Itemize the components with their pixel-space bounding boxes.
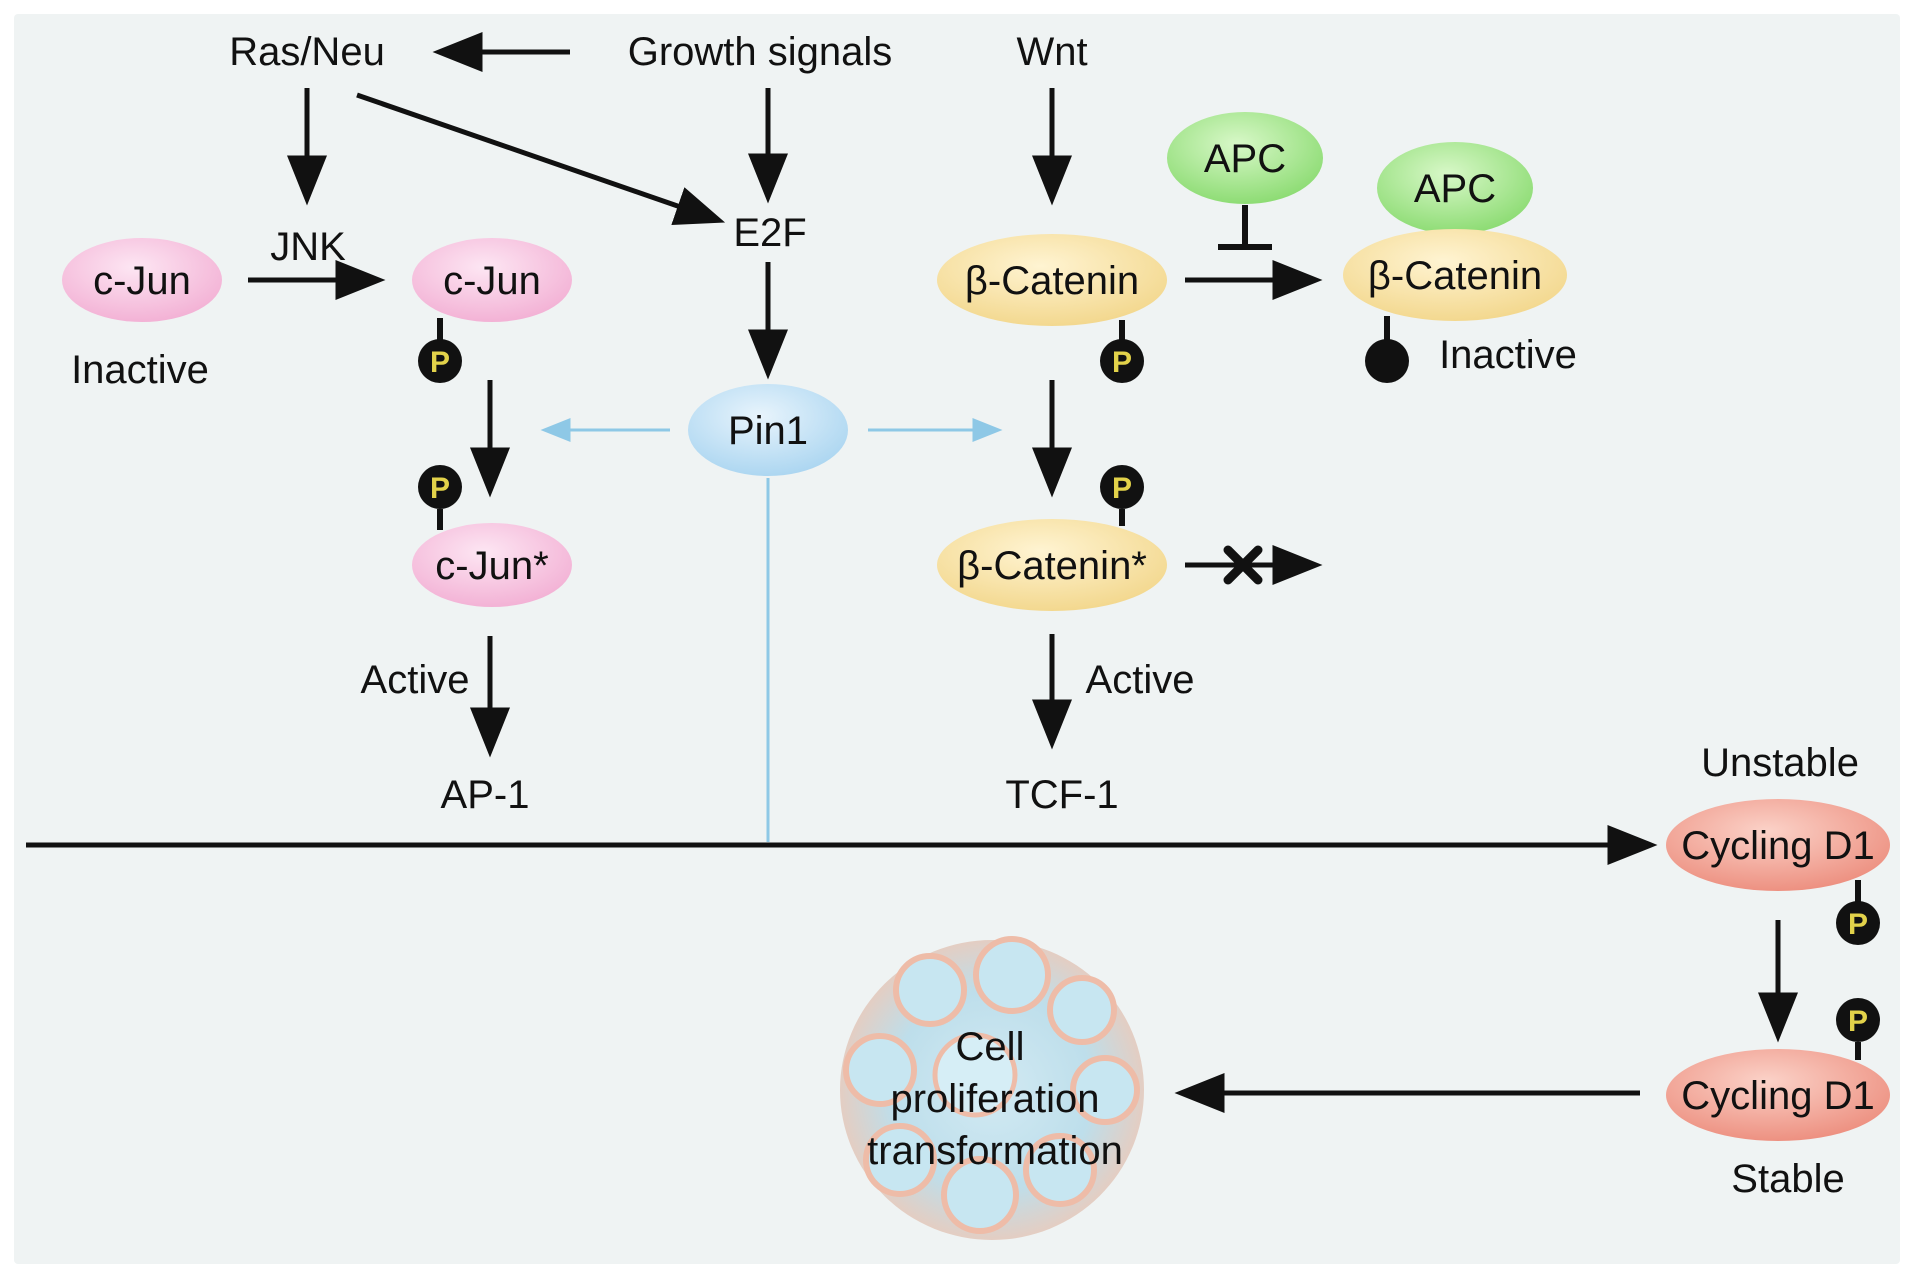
node-pin1: Pin1 <box>688 384 848 476</box>
arrow-ras-to-e2f <box>356 92 726 225</box>
node-cjun-active: c-Jun* <box>412 523 572 607</box>
svg-text:β-Catenin: β-Catenin <box>965 259 1139 303</box>
signal-arrows <box>26 32 1798 1113</box>
label-active-cjun: Active <box>361 658 470 702</box>
svg-text:c-Jun: c-Jun <box>443 259 541 303</box>
svg-text:β-Catenin*: β-Catenin* <box>957 544 1147 588</box>
blocked-x-icon <box>1223 545 1263 585</box>
apc-inhibition-bar <box>1218 205 1272 250</box>
phosphate-cjun-p: P <box>418 318 462 383</box>
phosphate-cyclin-unstable: P <box>1836 880 1880 945</box>
label-jnk: JNK <box>270 225 346 269</box>
label-tcf1: TCF-1 <box>1005 773 1118 817</box>
phosphate-cyclin-stable: P <box>1836 998 1880 1060</box>
svg-text:P: P <box>430 346 450 379</box>
svg-text:c-Jun*: c-Jun* <box>435 544 548 588</box>
label-growth-signals: Growth signals <box>628 30 893 74</box>
svg-text:c-Jun: c-Jun <box>93 259 191 303</box>
label-wnt: Wnt <box>1016 30 1087 74</box>
svg-text:Pin1: Pin1 <box>728 409 808 453</box>
svg-text:P: P <box>1848 1005 1868 1038</box>
svg-text:P: P <box>1112 346 1132 379</box>
node-apc-inhibitor: APC <box>1167 112 1323 204</box>
svg-text:P: P <box>430 472 450 505</box>
label-transformation: transformation <box>867 1129 1123 1173</box>
node-beta-catenin-active: β-Catenin* <box>937 519 1167 611</box>
label-proliferation: proliferation <box>890 1077 1099 1121</box>
label-inactive-catenin: Inactive <box>1439 333 1577 377</box>
node-apc-bound: APC <box>1377 142 1533 234</box>
node-cjun-phosphorylated: c-Jun <box>412 238 572 322</box>
phosphate-catenin-inactive-blank <box>1365 316 1409 383</box>
svg-text:P: P <box>1848 908 1868 941</box>
label-unstable: Unstable <box>1701 741 1859 785</box>
label-stable: Stable <box>1731 1157 1844 1201</box>
label-cell: Cell <box>956 1025 1025 1069</box>
svg-text:β-Catenin: β-Catenin <box>1368 254 1542 298</box>
proliferating-cells-icon <box>840 936 1144 1240</box>
phosphate-catenin: P <box>1100 320 1144 383</box>
node-cyclin-d1-stable: Cycling D1 <box>1666 1049 1890 1141</box>
label-ras-neu: Ras/Neu <box>229 30 385 74</box>
pin1-arrows <box>540 418 1003 842</box>
phosphate-catenin-active: P <box>1100 465 1144 526</box>
svg-text:Cycling D1: Cycling D1 <box>1681 1074 1874 1118</box>
svg-text:Cycling D1: Cycling D1 <box>1681 824 1874 868</box>
node-beta-catenin: β-Catenin <box>937 234 1167 326</box>
label-e2f: E2F <box>733 211 806 255</box>
label-active-catenin: Active <box>1086 658 1195 702</box>
label-ap1: AP-1 <box>441 773 530 817</box>
node-cyclin-d1-unstable: Cycling D1 <box>1666 799 1890 891</box>
node-beta-catenin-inactive: β-Catenin <box>1343 229 1567 321</box>
svg-text:APC: APC <box>1204 137 1286 181</box>
svg-text:P: P <box>1112 472 1132 505</box>
svg-text:APC: APC <box>1414 167 1496 211</box>
node-cjun-inactive: c-Jun <box>62 238 222 322</box>
phosphate-cjun-active: P <box>418 465 462 530</box>
label-inactive-cjun: Inactive <box>71 348 209 392</box>
